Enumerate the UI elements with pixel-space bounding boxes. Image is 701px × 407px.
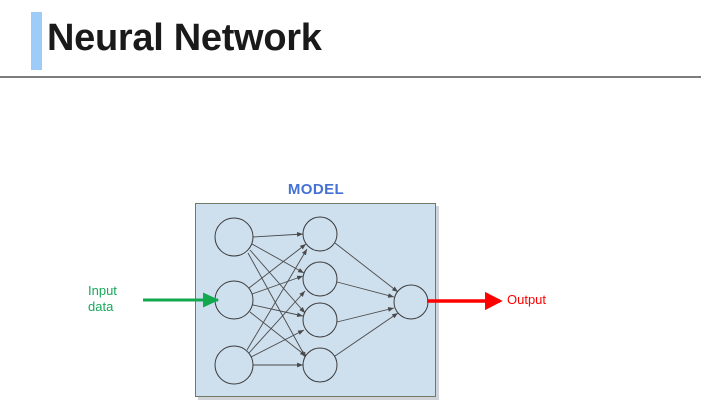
output-label: Output [507, 292, 547, 307]
title-divider-rule [0, 76, 701, 78]
model-label: MODEL [287, 181, 345, 198]
input-data-label: Input data [88, 283, 117, 314]
title-accent-bar [31, 12, 42, 70]
page-title: Neural Network [47, 17, 322, 59]
model-boundary-box [195, 203, 436, 397]
